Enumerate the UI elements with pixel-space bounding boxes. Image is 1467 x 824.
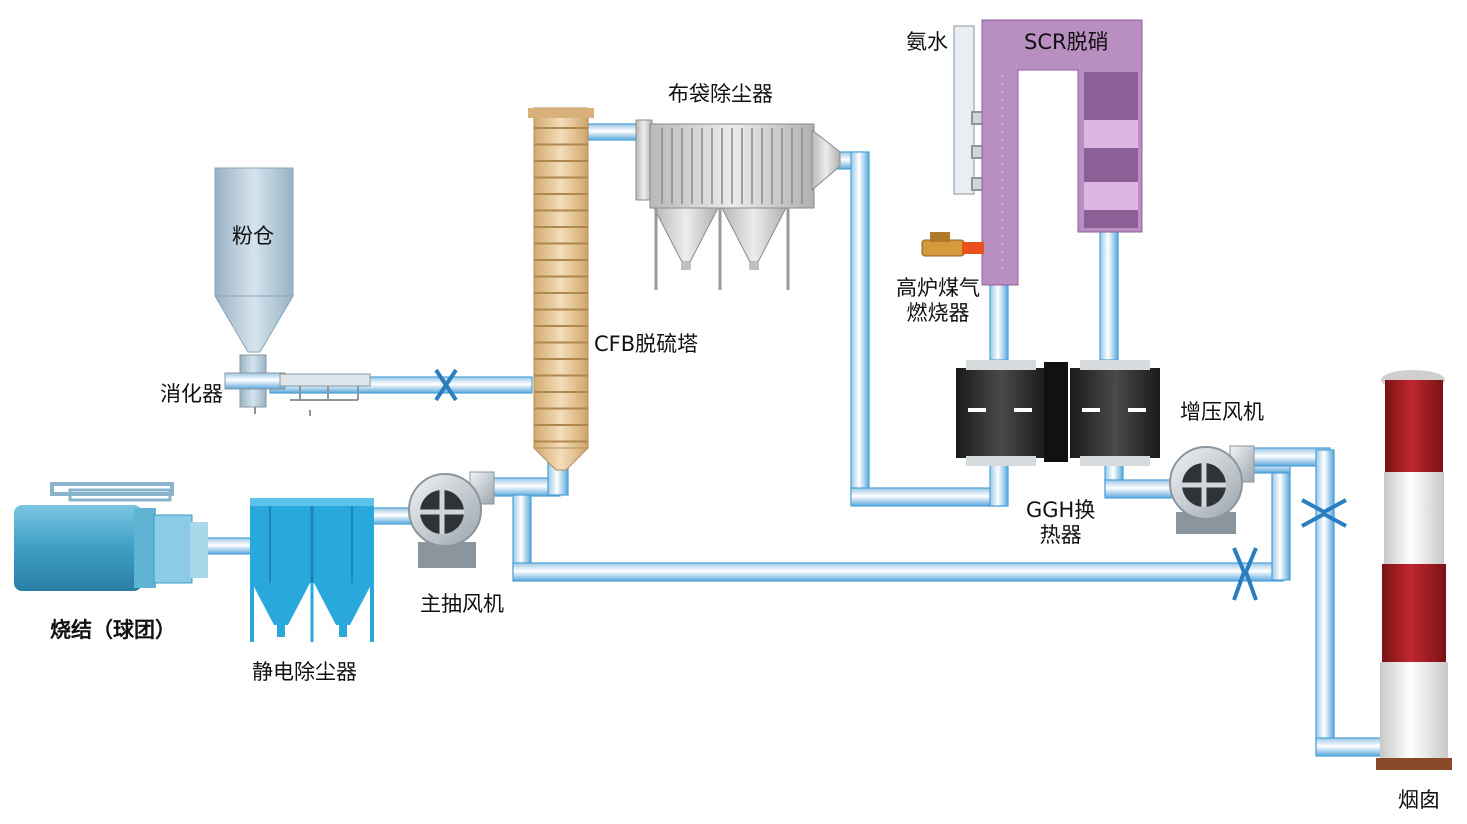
pipe-network: [204, 123, 1383, 757]
label-main-fan: 主抽风机: [420, 592, 504, 616]
blast-furnace-gas-burner: [921, 232, 984, 257]
label-ggh-line1: GGH换: [1026, 498, 1096, 522]
label-esp: 静电除尘器: [252, 660, 357, 684]
label-ggh-line2: 热器: [1039, 523, 1082, 548]
powder-bin: [214, 167, 294, 353]
sintering-machine: [14, 482, 208, 591]
label-scr: SCR脱硝: [1024, 30, 1109, 54]
label-ggh: GGH换 热器: [1026, 498, 1095, 548]
label-booster-fan: 增压风机: [1180, 400, 1264, 424]
booster-fan: [1169, 445, 1255, 534]
label-bf-gas-burner-line1: 高炉煤气: [896, 276, 980, 300]
scr-denitrification-reactor: [981, 19, 1143, 286]
label-bag-filter: 布袋除尘器: [668, 82, 773, 106]
electrostatic-precipitator: [250, 498, 374, 642]
label-powder-bin: 粉仓: [232, 224, 274, 248]
label-digester: 消化器: [160, 382, 223, 406]
label-chimney: 烟囱: [1398, 788, 1440, 812]
digester: [224, 354, 371, 416]
valve-chimney-line: [1301, 498, 1347, 528]
label-bf-gas-burner: 高炉煤气 燃烧器: [896, 276, 980, 326]
label-ammonia: 氨水: [906, 30, 948, 54]
label-cfb-tower: CFB脱硫塔: [594, 332, 699, 356]
main-exhaust-fan: [408, 471, 495, 568]
ggh-heat-exchanger: [956, 360, 1160, 466]
chimney: [1376, 370, 1452, 770]
valve-digester-line: [434, 368, 458, 402]
ammonia-tank: [953, 25, 992, 195]
valve-bypass-line: [1232, 547, 1258, 601]
label-bf-gas-burner-line2: 燃烧器: [906, 301, 970, 326]
cfb-desulfurization-tower: [528, 107, 594, 471]
bag-filter: [635, 119, 841, 290]
label-sintering: 烧结（球团）: [50, 618, 176, 642]
